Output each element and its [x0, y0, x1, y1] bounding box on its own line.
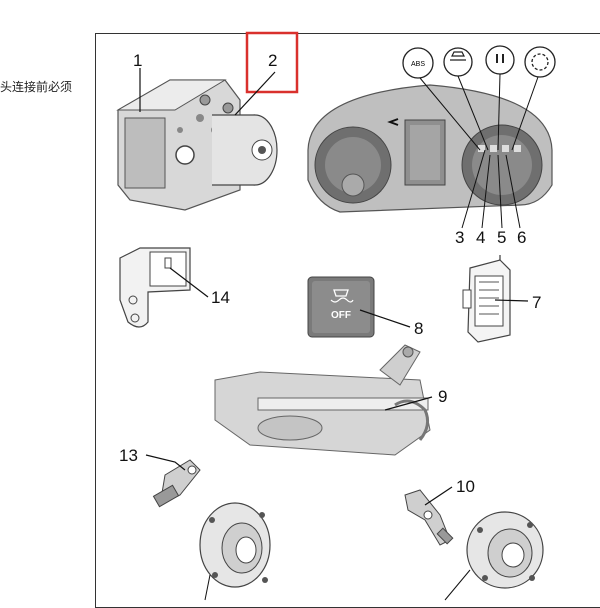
speed-sensor-right [405, 490, 453, 545]
callout-1: 1 [133, 51, 142, 70]
callout-3: 3 [455, 228, 464, 247]
callout-5: 5 [497, 228, 506, 247]
esp-off-switch: OFF [308, 277, 374, 337]
diagnostic-connector [463, 260, 510, 342]
abs-module [118, 80, 277, 210]
speed-sensor-left [153, 460, 200, 507]
callout-8: 8 [414, 319, 423, 338]
callout-4: 4 [476, 228, 485, 247]
callout-6: 6 [517, 228, 526, 247]
svg-text:ABS: ABS [411, 61, 425, 68]
callout-10: 10 [456, 477, 475, 496]
callout-13: 13 [119, 446, 138, 465]
steering-rack [215, 345, 430, 455]
instrument-cluster [308, 85, 552, 212]
callout-9: 9 [438, 387, 447, 406]
callout-2: 2 [268, 51, 277, 70]
callout-7: 7 [532, 293, 541, 312]
wheel-hub-right [467, 512, 543, 588]
off-button-label: OFF [331, 310, 351, 321]
warning-lamp-icons: ABS [403, 46, 555, 78]
relay-plug [120, 248, 190, 327]
callout-14: 14 [211, 288, 230, 307]
wheel-hub-left [200, 503, 270, 587]
